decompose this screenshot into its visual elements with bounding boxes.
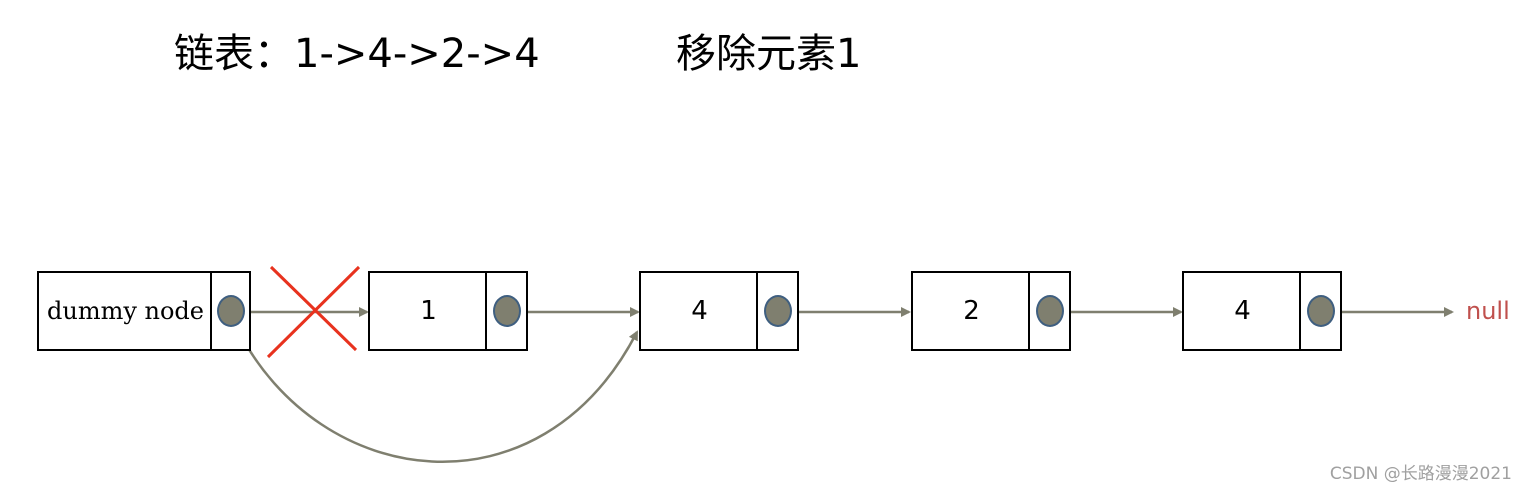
cross-stroke-1 [269, 265, 358, 352]
list-node-1: 1 [368, 271, 528, 351]
null-terminal: null [1466, 297, 1510, 325]
node-value: 4 [691, 296, 708, 326]
list-node-3: 2 [911, 271, 1071, 351]
node-value: 4 [1234, 296, 1251, 326]
list-node-4: 4 [1182, 271, 1342, 351]
cross-stroke-2 [266, 265, 361, 359]
node-value: 1 [420, 296, 437, 326]
curved-arrow-dummy-to-node2 [236, 329, 639, 464]
pointer-dot-icon [1035, 295, 1064, 327]
pointer-dot-icon [492, 295, 521, 327]
node-pointer [1028, 273, 1069, 349]
watermark: CSDN @长路漫漫2021 [1329, 464, 1512, 484]
pointer-dot-icon [216, 295, 245, 327]
list-node-2: 4 [639, 271, 799, 351]
node-pointer [1299, 273, 1340, 349]
node-value: 2 [963, 296, 980, 326]
pointer-dot-icon [763, 295, 792, 327]
node-pointer [485, 273, 526, 349]
list-title: 链表：1->4->2->4 [174, 31, 540, 77]
dummy-node: dummy node [37, 271, 251, 351]
node-value: dummy node [47, 297, 204, 325]
operation-title: 移除元素1 [676, 31, 862, 77]
pointer-dot-icon [1306, 295, 1335, 327]
node-pointer [210, 273, 249, 349]
node-pointer [756, 273, 797, 349]
